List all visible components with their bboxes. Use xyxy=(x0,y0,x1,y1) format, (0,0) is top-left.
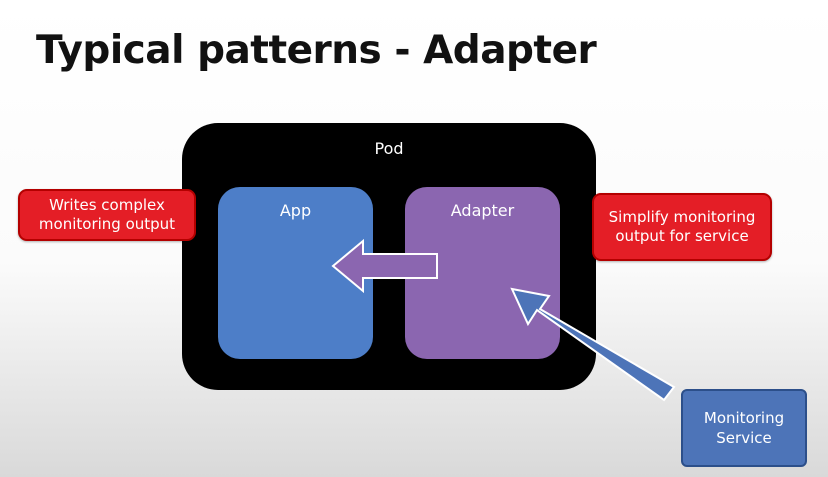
callout-adapter-text: Simplify monitoring output for service xyxy=(608,208,756,245)
app-label: App xyxy=(279,201,312,220)
slide-title: Typical patterns - Adapter xyxy=(36,28,597,73)
callout-app-text: Writes complex monitoring output xyxy=(38,196,176,233)
pod-container: Pod App Adapter xyxy=(182,123,596,390)
adapter-label: Adapter xyxy=(450,201,515,220)
callout-app: Writes complex monitoring output xyxy=(18,189,196,241)
adapter-container: Adapter xyxy=(405,187,560,359)
monitoring-service-box: Monitoring Service xyxy=(681,389,807,467)
callout-adapter: Simplify monitoring output for service xyxy=(592,193,772,261)
pod-label: Pod xyxy=(374,139,404,158)
monitoring-service-label: Monitoring Service xyxy=(703,409,785,447)
app-container: App xyxy=(218,187,373,359)
